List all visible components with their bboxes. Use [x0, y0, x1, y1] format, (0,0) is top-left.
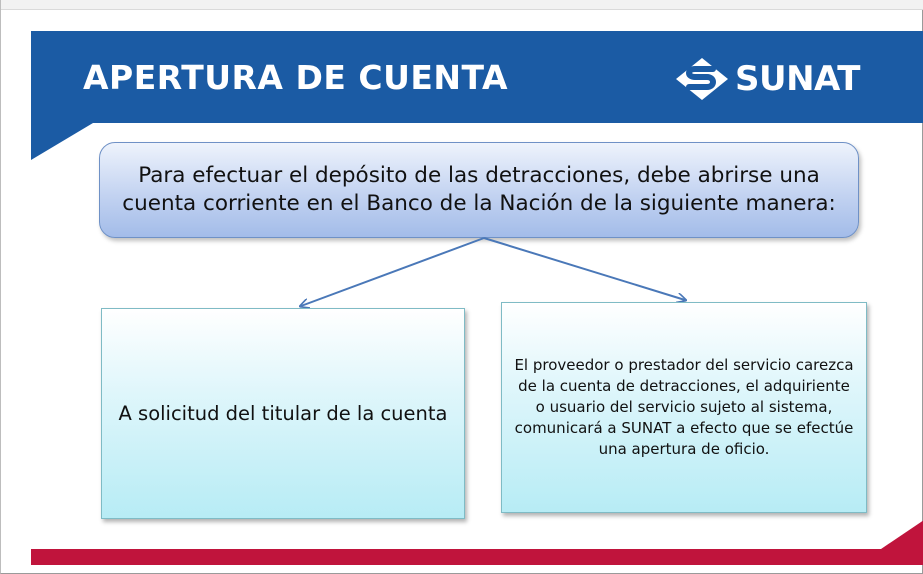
page-title: APERTURA DE CUENTA [83, 58, 509, 97]
option-card-owner-request: A solicitud del titular de la cuenta [101, 308, 465, 519]
footer-red-band [31, 549, 923, 565]
arrow-to-left-card [301, 237, 485, 306]
option-card-ex-officio: El proveedor o prestador del servicio ca… [501, 302, 867, 513]
sunat-logo: SUNAT [673, 56, 860, 102]
sunat-diamond-icon [676, 58, 728, 100]
option-card-text: A solicitud del titular de la cuenta [118, 402, 448, 425]
top-rule [1, 0, 923, 10]
intro-text: Para efectuar el depósito de las detracc… [122, 163, 836, 216]
footer-band [31, 520, 923, 565]
option-card-text: El proveedor o prestador del servicio ca… [514, 356, 854, 458]
footer-red-corner [881, 520, 923, 565]
logo-text: SUNAT [735, 59, 860, 99]
intro-box: Para efectuar el depósito de las detracc… [99, 142, 859, 238]
arrow-to-right-card [483, 237, 685, 300]
